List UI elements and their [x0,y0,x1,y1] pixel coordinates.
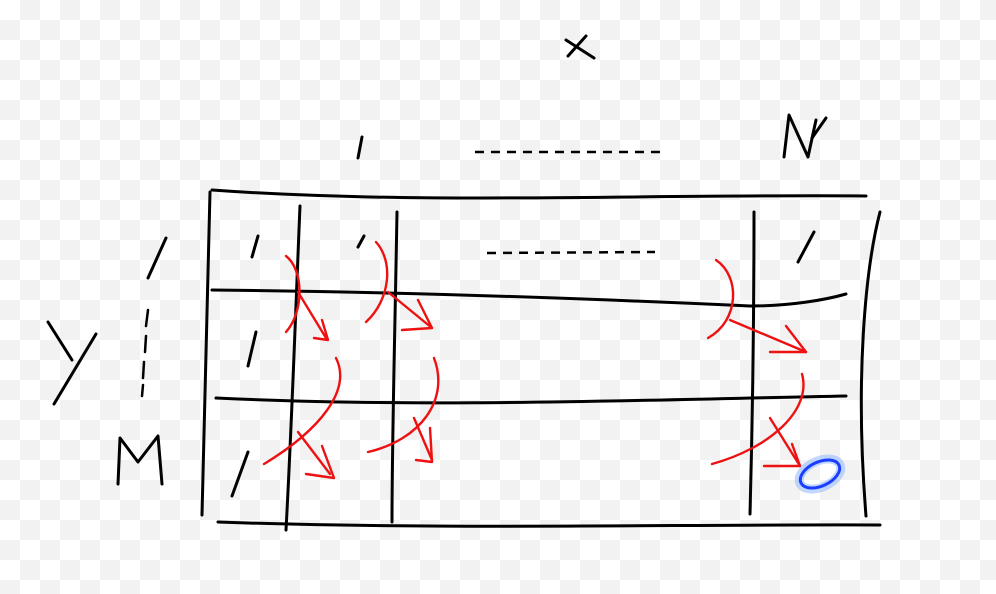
cell-value-r2c1 [246,330,258,368]
result-cell-highlight [794,454,846,494]
flow-arrow [284,254,330,342]
cell-value-r1cn [796,230,816,264]
cell-value-r3c1 [230,450,250,498]
flow-arrow [366,356,440,464]
flow-arrows [262,240,808,480]
flow-arrow [262,356,342,480]
col-start-label [356,135,364,160]
row-ellipsis-inner [486,250,656,255]
grid-left-border [200,190,212,517]
flow-arrow [706,258,808,354]
flow-arrow [710,372,805,468]
grid-top-border [210,188,868,200]
cell-values [230,230,816,498]
grid-col-line-1 [284,204,302,532]
grid-right-border [859,210,882,518]
grid-bottom-border [216,520,882,528]
grid-row-line-2 [214,394,848,405]
cell-value-r1c1 [250,234,260,259]
grid-col-line-n [748,210,756,516]
grid [200,188,882,532]
row-start-label [146,236,168,280]
axis-y-label [46,320,98,406]
row-end-label-m [116,434,164,486]
grid-row-line-1 [210,288,848,308]
grid-col-line-2 [390,210,399,524]
row-ellipsis-left [140,308,150,398]
flow-arrow [364,240,434,332]
axis-x-label [564,34,596,60]
col-end-label-n [782,113,828,159]
cell-value-r1c2 [356,234,366,249]
